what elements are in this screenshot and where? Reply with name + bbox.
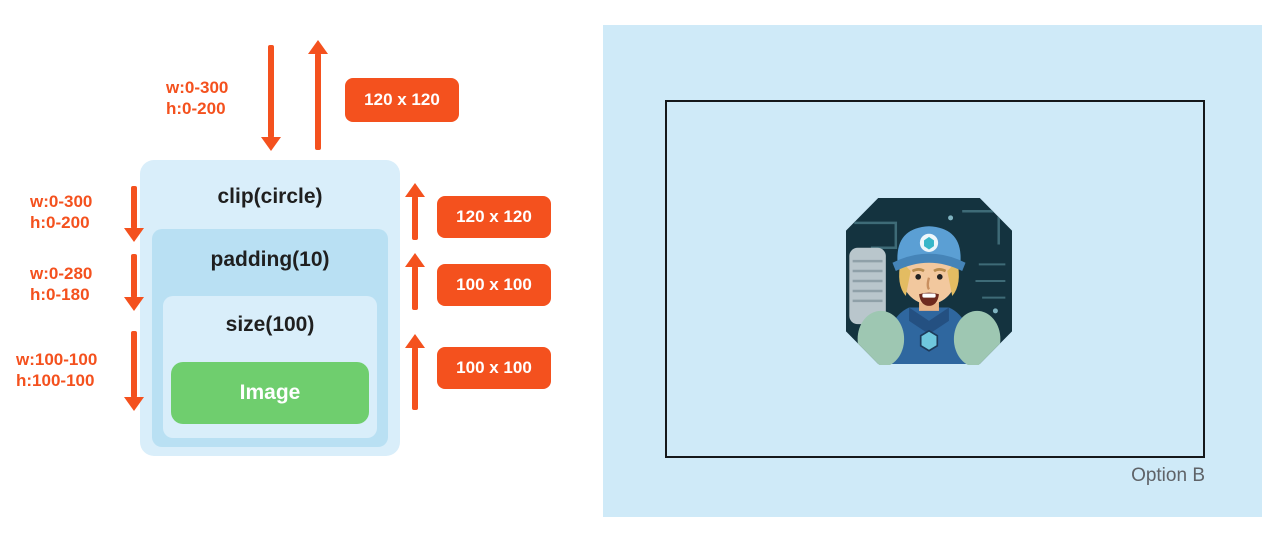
padding-box-label: padding(10): [210, 248, 330, 271]
character-illustration: [846, 198, 1012, 365]
constraint-label-padding: w:0-280 h:0-180: [30, 264, 93, 305]
clip-box-label: clip(circle): [217, 185, 323, 208]
arrow-up-icon: [412, 266, 418, 310]
image-box-label: Image: [239, 381, 301, 404]
arrow-down-icon: [131, 254, 137, 298]
result-badge-size: 100 x 100: [437, 347, 551, 389]
size-box-label: size(100): [225, 313, 315, 336]
arrow-down-icon: [131, 186, 137, 229]
result-badge-padding: 100 x 100: [437, 264, 551, 306]
arrow-down-icon: [131, 331, 137, 398]
preview-frame: [665, 100, 1205, 458]
constraint-label-size: w:100-100 h:100-100: [16, 350, 98, 391]
constraint-label-clip: w:0-300 h:0-200: [30, 192, 93, 233]
result-badge-top: 120 x 120: [345, 78, 459, 122]
arrow-up-icon: [412, 347, 418, 410]
constraint-label-top: w:0-300 h:0-200: [166, 78, 229, 119]
clipped-character-image: [846, 197, 1012, 365]
result-badge-clip: 120 x 120: [437, 196, 551, 238]
image-box: Image: [171, 362, 369, 424]
option-label: Option B: [1131, 465, 1205, 486]
arrow-up-icon: [412, 196, 418, 240]
arrow-down-icon: [268, 45, 274, 138]
arrow-up-icon: [315, 53, 321, 150]
